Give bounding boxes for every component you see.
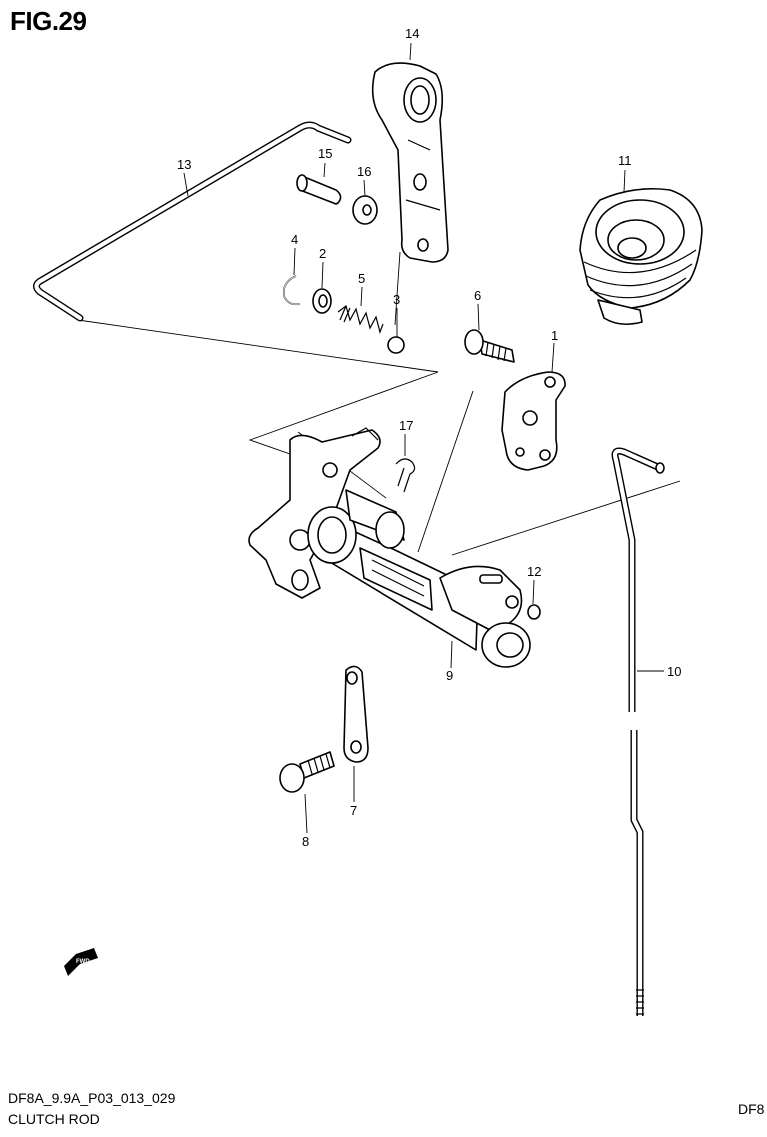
leader-lines (183, 42, 664, 834)
fwd-label: FWD (76, 959, 90, 965)
link-plate-7 (343, 665, 369, 763)
callout-9: 9 (446, 668, 453, 683)
plate-1 (501, 371, 566, 471)
corner-code: DF8 (738, 1101, 765, 1117)
callout-10: 10 (667, 664, 681, 679)
callout-1: 1 (551, 328, 558, 343)
callout-8: 8 (302, 834, 309, 849)
bolt-6 (464, 329, 515, 363)
callout-2: 2 (319, 246, 326, 261)
clutch-shaft-9 (248, 427, 531, 668)
washer-16 (352, 195, 378, 225)
callout-16: 16 (357, 164, 371, 179)
grommet-11 (579, 187, 703, 326)
callout-13: 13 (177, 157, 191, 172)
callout-11: 11 (618, 153, 632, 168)
callout-7: 7 (350, 803, 357, 818)
figure-name: CLUTCH ROD (8, 1111, 100, 1127)
pin-15 (296, 174, 342, 205)
circlip-4 (282, 275, 301, 306)
bolt-8 (279, 751, 335, 793)
clip-17 (395, 458, 416, 493)
callout-15: 15 (318, 146, 332, 161)
callout-5: 5 (358, 271, 365, 286)
clutch-rod-13 (33, 121, 352, 322)
spring-5 (337, 304, 384, 334)
callout-3: 3 (393, 292, 400, 307)
callout-4: 4 (291, 232, 298, 247)
ball-3 (387, 336, 405, 354)
callout-12: 12 (527, 564, 541, 579)
rod-10 (611, 447, 665, 1016)
ring-12 (527, 604, 541, 620)
figure-code: DF8A_9.9A_P03_013_029 (8, 1090, 176, 1106)
forward-arrow-icon: FWD (64, 948, 98, 976)
callout-14: 14 (405, 26, 419, 41)
callout-17: 17 (399, 418, 413, 433)
shift-lever-14 (371, 62, 449, 263)
figure-title: FIG.29 (10, 6, 87, 36)
washer-2 (312, 288, 332, 314)
callout-6: 6 (474, 288, 481, 303)
